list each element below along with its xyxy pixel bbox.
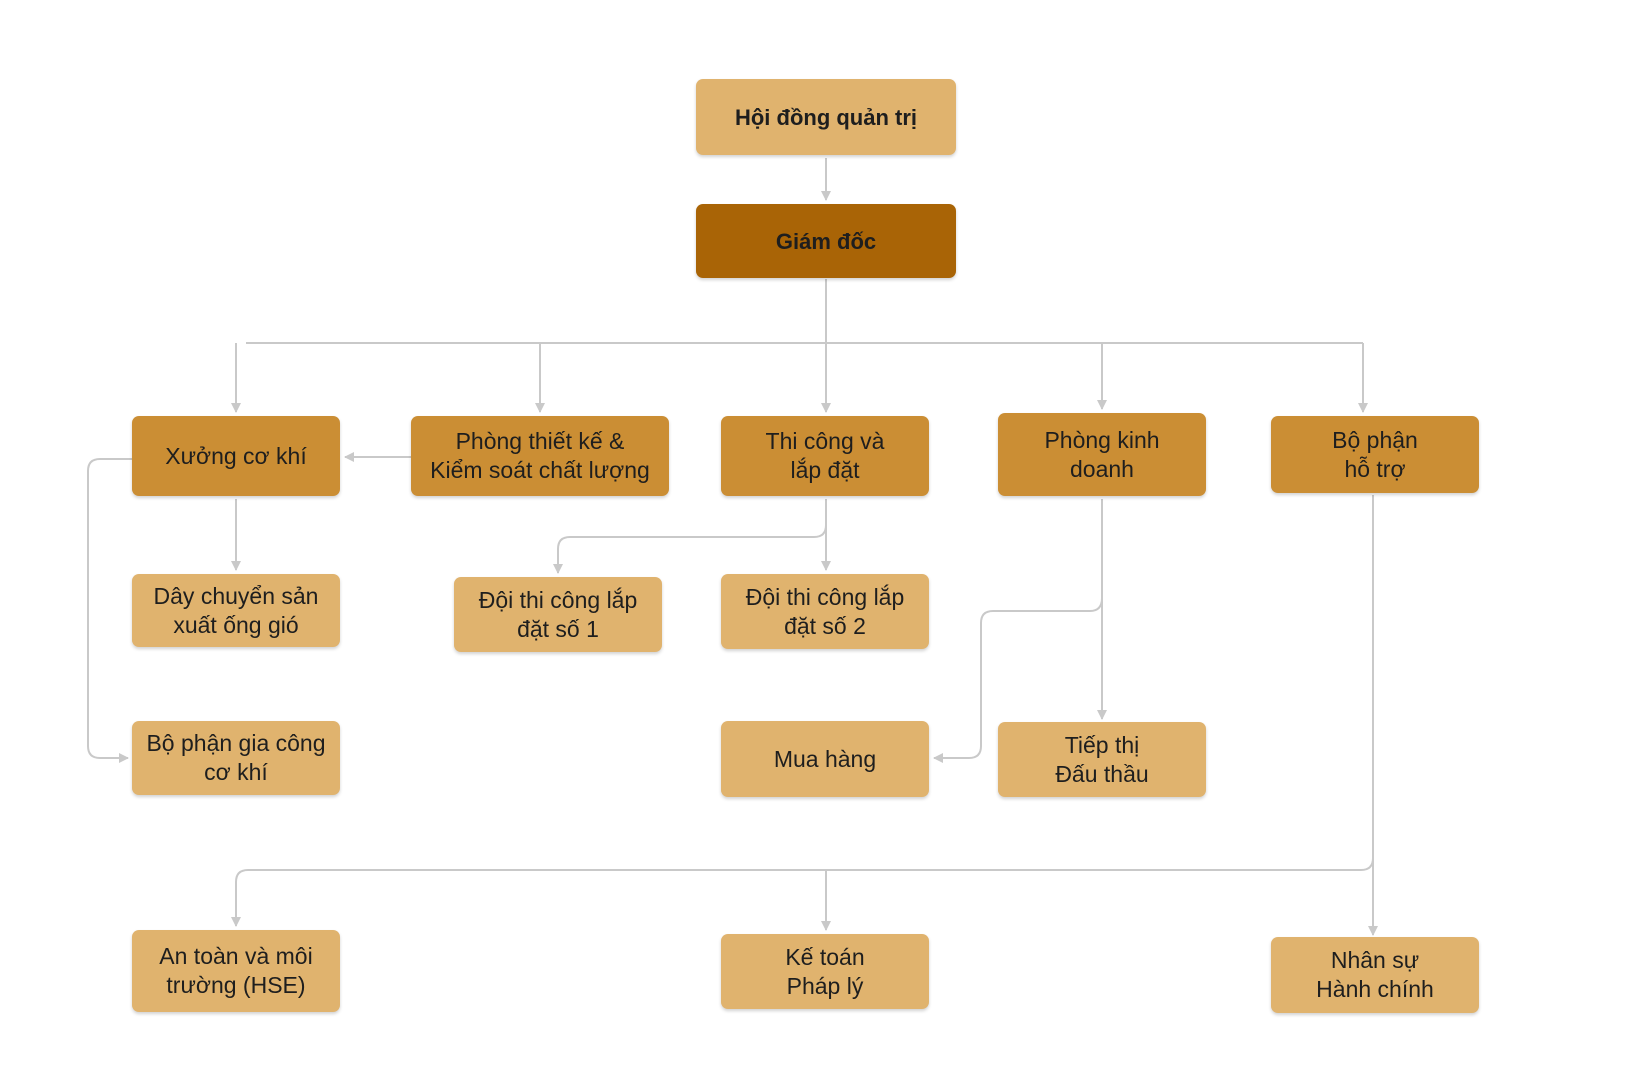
node-design-qc-label: Phòng thiết kế & Kiểm soát chất lượng bbox=[430, 428, 650, 483]
node-machining-label: Bộ phận gia công cơ khí bbox=[146, 730, 326, 785]
node-machining: Bộ phận gia công cơ khí bbox=[132, 721, 340, 795]
node-team1: Đội thi công lắp đặt số 1 bbox=[454, 577, 662, 652]
connector-sales-to-purchasing bbox=[933, 499, 1103, 763]
node-marketing: Tiếp thị Đấu thầu bbox=[998, 722, 1206, 797]
node-team2-label: Đội thi công lắp đặt số 2 bbox=[745, 583, 905, 639]
node-construction: Thi công và lắp đặt bbox=[721, 416, 929, 496]
node-marketing-label: Tiếp thị Đấu thầu bbox=[1055, 731, 1149, 787]
node-duct-line: Dây chuyển sản xuất ống gió bbox=[132, 574, 340, 647]
node-director: Giám đốc bbox=[696, 204, 956, 278]
node-hse: An toàn và môi trường (HSE) bbox=[132, 930, 340, 1012]
node-accounting-label: Kế toán Pháp lý bbox=[785, 943, 865, 999]
node-board-label: Hội đồng quản trị bbox=[734, 104, 918, 130]
node-team1-label: Đội thi công lắp đặt số 1 bbox=[478, 586, 638, 642]
node-purchasing: Mua hàng bbox=[721, 721, 929, 797]
node-support: Bộ phận hỗ trợ bbox=[1271, 416, 1479, 493]
node-support-label: Bộ phận hỗ trợ bbox=[1332, 426, 1418, 482]
node-hr: Nhân sự Hành chính bbox=[1271, 937, 1479, 1013]
connector-construction-to-team1 bbox=[553, 499, 827, 574]
node-director-label: Giám đốc bbox=[775, 228, 877, 254]
node-purchasing-label: Mua hàng bbox=[773, 745, 877, 772]
node-design-qc: Phòng thiết kế & Kiểm soát chất lượng bbox=[411, 416, 669, 496]
node-workshop-label: Xưởng cơ khí bbox=[165, 442, 307, 469]
node-duct-line-label: Dây chuyển sản xuất ống gió bbox=[153, 582, 319, 638]
node-workshop: Xưởng cơ khí bbox=[132, 416, 340, 496]
node-sales: Phòng kinh doanh bbox=[998, 413, 1206, 496]
node-construction-label: Thi công và lắp đặt bbox=[765, 428, 885, 483]
node-team2: Đội thi công lắp đặt số 2 bbox=[721, 574, 929, 649]
node-hse-label: An toàn và môi trường (HSE) bbox=[159, 943, 313, 998]
node-hr-label: Nhân sự Hành chính bbox=[1316, 947, 1434, 1002]
node-sales-label: Phòng kinh doanh bbox=[1044, 426, 1160, 482]
node-accounting: Kế toán Pháp lý bbox=[721, 934, 929, 1009]
connector-support-bus bbox=[231, 857, 1374, 927]
node-board: Hội đồng quản trị bbox=[696, 79, 956, 155]
connector-workshop-to-machining bbox=[87, 458, 132, 763]
